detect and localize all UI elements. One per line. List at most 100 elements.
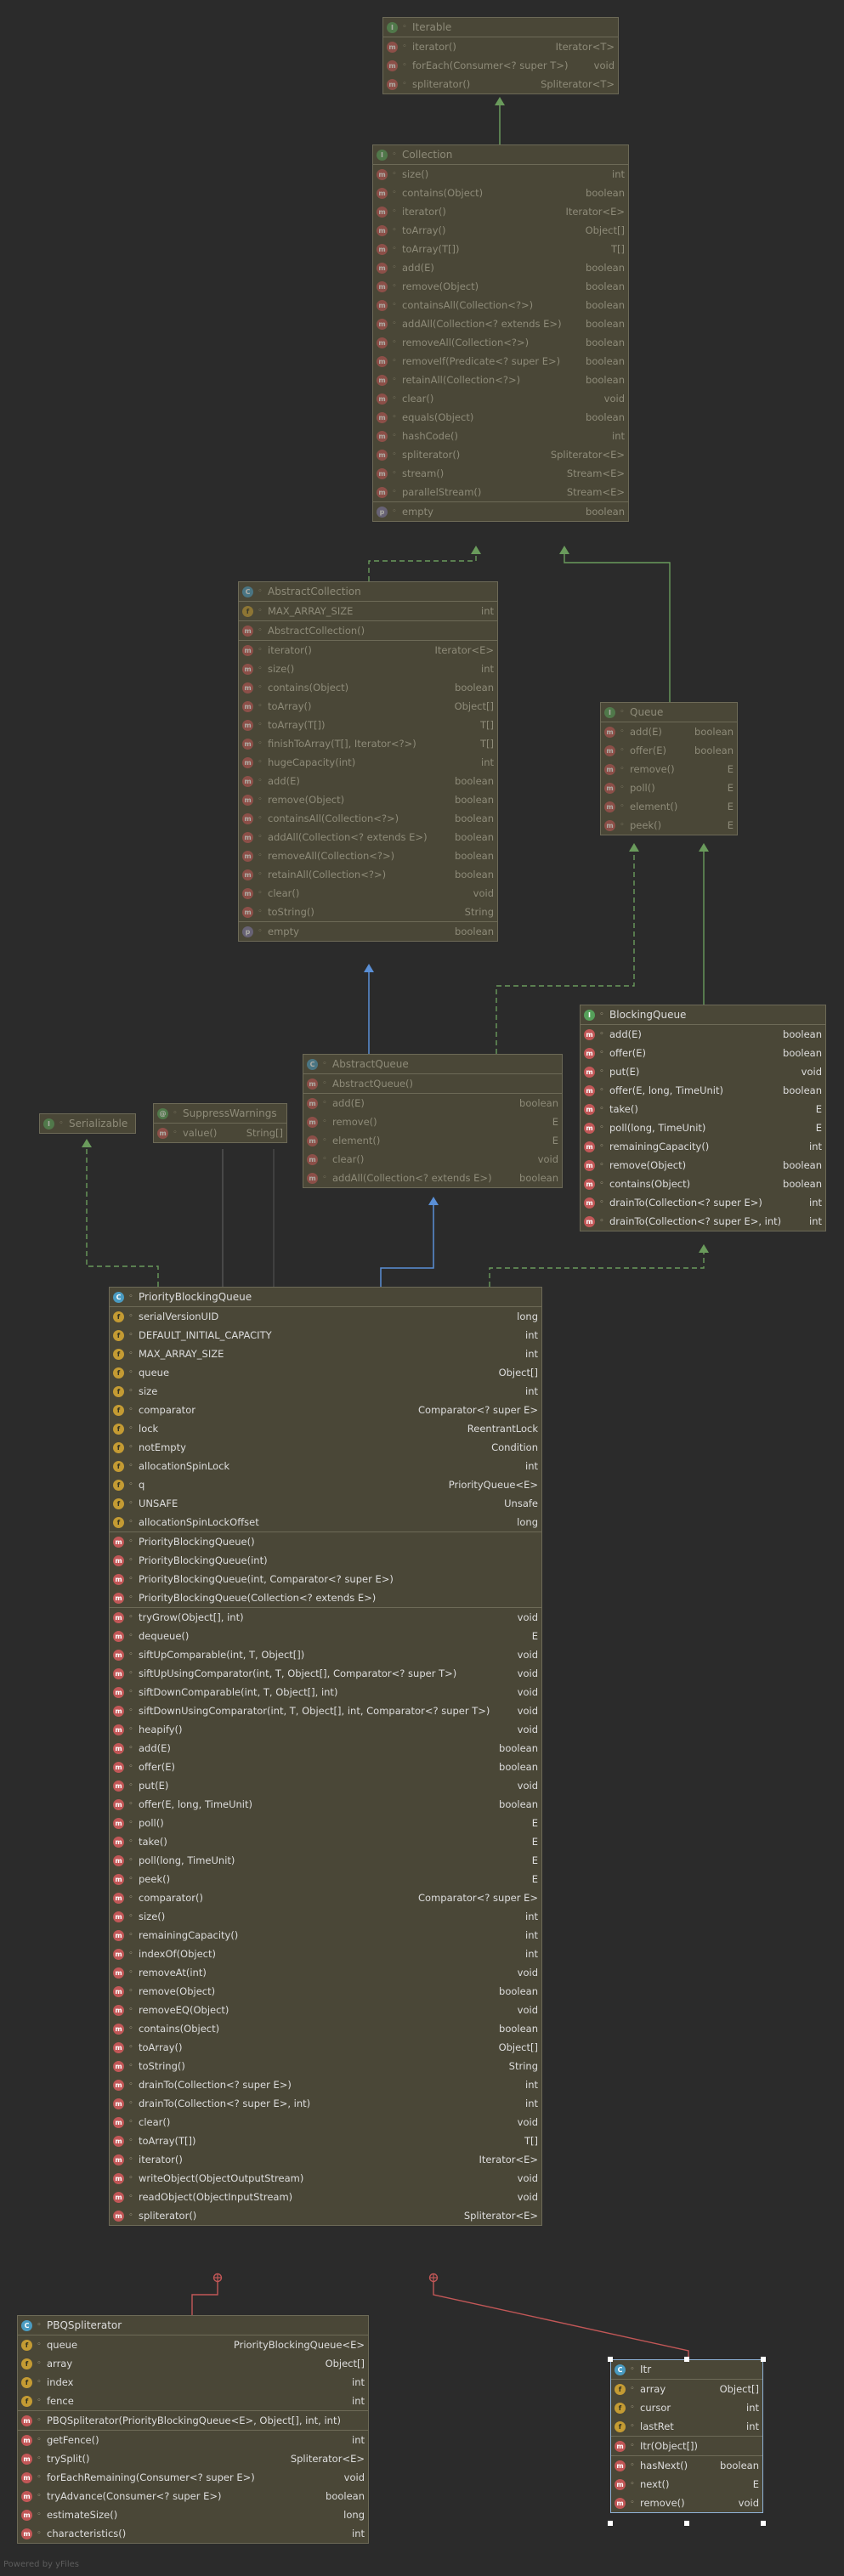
class-header[interactable]: C◦PriorityBlockingQueue xyxy=(110,1288,541,1307)
class-header[interactable]: C◦Itr xyxy=(611,2360,762,2380)
member-row[interactable]: m◦forEach(Consumer<? super T>)void xyxy=(383,56,618,75)
member-row[interactable]: m◦remove(Object)boolean xyxy=(239,790,497,809)
member-row[interactable]: m◦peek()E xyxy=(601,816,737,835)
member-row[interactable]: m◦drainTo(Collection<? super E>)int xyxy=(110,2075,541,2094)
member-row[interactable]: m◦indexOf(Object)int xyxy=(110,1945,541,1963)
member-row[interactable]: m◦siftUpComparable(int, T, Object[])void xyxy=(110,1645,541,1664)
member-row[interactable]: m◦tryAdvance(Consumer<? super E>)boolean xyxy=(18,2487,368,2505)
member-row[interactable]: m◦poll()E xyxy=(110,1814,541,1832)
member-row[interactable]: m◦removeEQ(Object)void xyxy=(110,2001,541,2019)
member-row[interactable]: m◦addAll(Collection<? extends E>)boolean xyxy=(373,314,628,333)
member-row[interactable]: m◦spliterator()Spliterator<T> xyxy=(383,75,618,93)
member-row[interactable]: m◦forEachRemaining(Consumer<? super E>)v… xyxy=(18,2468,368,2487)
member-row[interactable]: m◦next()E xyxy=(611,2475,762,2494)
member-row[interactable]: m◦AbstractCollection() xyxy=(239,620,497,640)
member-row[interactable]: m◦offer(E)boolean xyxy=(110,1758,541,1776)
member-row[interactable]: m◦drainTo(Collection<? super E>, int)int xyxy=(110,2094,541,2113)
member-row[interactable]: m◦characteristics()int xyxy=(18,2524,368,2543)
selection-handle[interactable] xyxy=(761,2357,766,2362)
member-row[interactable]: m◦PriorityBlockingQueue() xyxy=(110,1531,541,1551)
member-row[interactable]: m◦drainTo(Collection<? super E>, int)int xyxy=(581,1212,825,1231)
member-row[interactable]: m◦hasNext()boolean xyxy=(611,2455,762,2475)
member-row[interactable]: m◦toArray()Object[] xyxy=(110,2038,541,2057)
member-row[interactable]: m◦offer(E, long, TimeUnit)boolean xyxy=(110,1795,541,1814)
member-row[interactable]: m◦stream()Stream<E> xyxy=(373,464,628,483)
member-row[interactable]: m◦heapify()void xyxy=(110,1720,541,1739)
member-row[interactable]: m◦peek()E xyxy=(110,1870,541,1888)
member-row[interactable]: m◦retainAll(Collection<?>)boolean xyxy=(239,865,497,884)
class-header[interactable]: I◦Iterable xyxy=(383,18,618,37)
member-row[interactable]: m◦add(E)boolean xyxy=(303,1093,562,1112)
selection-handle[interactable] xyxy=(761,2521,766,2526)
class-header[interactable]: I◦Queue xyxy=(601,703,737,722)
class-header[interactable]: C◦AbstractCollection xyxy=(239,582,497,602)
selection-handle[interactable] xyxy=(608,2357,613,2362)
member-row[interactable]: m◦removeIf(Predicate<? super E>)boolean xyxy=(373,352,628,371)
member-row[interactable]: m◦iterator()Iterator<E> xyxy=(239,640,497,660)
class-header[interactable]: I◦Serializable xyxy=(40,1114,135,1133)
member-row[interactable]: m◦remove(Object)boolean xyxy=(110,1982,541,2001)
member-row[interactable]: m◦removeAll(Collection<?>)boolean xyxy=(373,333,628,352)
member-row[interactable]: m◦take()E xyxy=(110,1832,541,1851)
member-row[interactable]: m◦remove()void xyxy=(611,2494,762,2512)
member-row[interactable]: m◦toArray()Object[] xyxy=(239,697,497,716)
member-row[interactable]: m◦PBQSpliterator(PriorityBlockingQueue<E… xyxy=(18,2410,368,2430)
class-header[interactable]: C◦AbstractQueue xyxy=(303,1055,562,1074)
class-box-serializable[interactable]: I◦Serializable xyxy=(39,1113,136,1134)
member-row[interactable]: m◦siftUpUsingComparator(int, T, Object[]… xyxy=(110,1664,541,1683)
member-row[interactable]: m◦offer(E)boolean xyxy=(601,741,737,760)
member-row[interactable]: m◦removeAt(int)void xyxy=(110,1963,541,1982)
member-row[interactable]: m◦getFence()int xyxy=(18,2430,368,2449)
member-row[interactable]: m◦dequeue()E xyxy=(110,1627,541,1645)
member-row[interactable]: m◦remove(Object)boolean xyxy=(373,277,628,296)
member-row[interactable]: m◦add(E)boolean xyxy=(581,1025,825,1044)
member-row[interactable]: m◦siftDownUsingComparator(int, T, Object… xyxy=(110,1701,541,1720)
member-row[interactable]: m◦take()E xyxy=(581,1100,825,1118)
member-row[interactable]: m◦clear()void xyxy=(373,389,628,408)
member-row[interactable]: m◦toArray()Object[] xyxy=(373,221,628,240)
member-row[interactable]: m◦addAll(Collection<? extends E>)boolean xyxy=(239,828,497,846)
member-row[interactable]: m◦toString()String xyxy=(110,2057,541,2075)
member-row[interactable]: m◦element()E xyxy=(601,797,737,816)
member-row[interactable]: m◦add(E)boolean xyxy=(373,258,628,277)
member-row[interactable]: m◦contains(Object)boolean xyxy=(373,184,628,202)
member-row[interactable]: m◦iterator()Iterator<T> xyxy=(383,37,618,56)
member-row[interactable]: m◦PriorityBlockingQueue(int, Comparator<… xyxy=(110,1570,541,1588)
member-row[interactable]: m◦PriorityBlockingQueue(Collection<? ext… xyxy=(110,1588,541,1607)
member-row[interactable]: m◦value()String[] xyxy=(154,1124,286,1142)
member-row[interactable]: m◦toArray(T[])T[] xyxy=(239,716,497,734)
member-row[interactable]: m◦add(E)boolean xyxy=(110,1739,541,1758)
member-row[interactable]: m◦remove(Object)boolean xyxy=(581,1156,825,1175)
member-row[interactable]: m◦equals(Object)boolean xyxy=(373,408,628,427)
member-row[interactable]: m◦contains(Object)boolean xyxy=(581,1175,825,1193)
member-row[interactable]: m◦clear()void xyxy=(303,1150,562,1169)
member-row[interactable]: m◦trySplit()Spliterator<E> xyxy=(18,2449,368,2468)
member-row[interactable]: m◦AbstractQueue() xyxy=(303,1074,562,1093)
class-header[interactable]: @◦SuppressWarnings xyxy=(154,1104,286,1124)
member-row[interactable]: m◦hugeCapacity(int)int xyxy=(239,753,497,772)
member-row[interactable]: m◦element()E xyxy=(303,1131,562,1150)
member-row[interactable]: m◦toArray(T[])T[] xyxy=(110,2132,541,2150)
member-row[interactable]: m◦remainingCapacity()int xyxy=(110,1926,541,1945)
member-row[interactable]: m◦add(E)boolean xyxy=(239,772,497,790)
member-row[interactable]: m◦Itr(Object[]) xyxy=(611,2436,762,2455)
member-row[interactable]: m◦hashCode()int xyxy=(373,427,628,445)
